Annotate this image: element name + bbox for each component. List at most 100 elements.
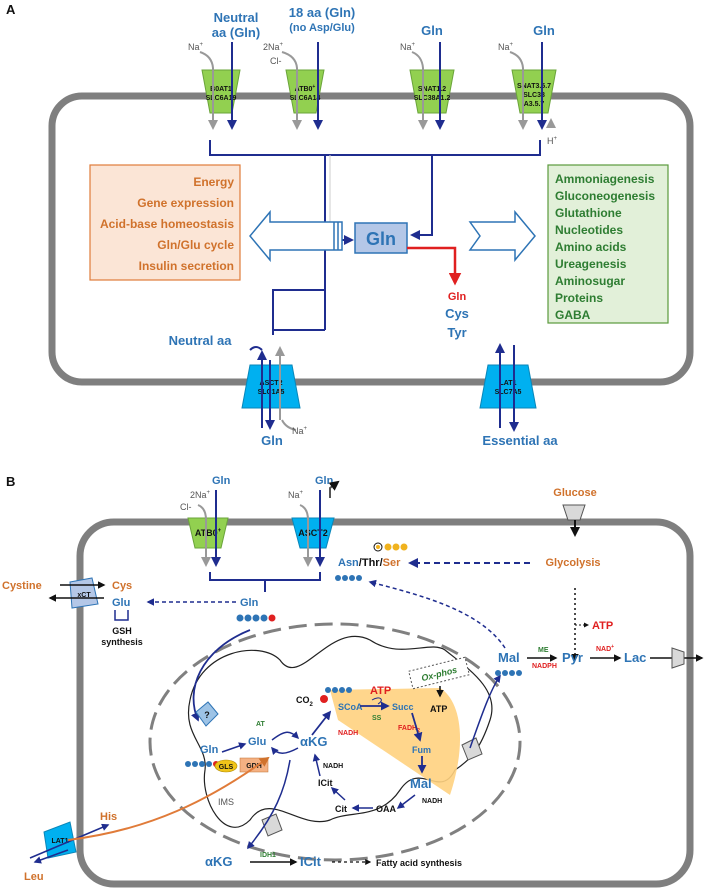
label-icit-cytosol: ICit <box>300 854 322 869</box>
label-scoa: SCoA <box>338 702 363 712</box>
mal-to-oaa <box>396 794 416 809</box>
pathway-item: GABA <box>555 308 591 322</box>
label-atp-tca: ATP <box>370 685 391 697</box>
icit-to-akg <box>312 753 321 777</box>
label-gln-bottom: Gln <box>261 433 283 448</box>
function-item: Energy <box>193 175 234 189</box>
transport-arrows-top-b <box>197 480 580 592</box>
ion-cl-b: Cl- <box>180 502 192 512</box>
svg-text:SLC38: SLC38 <box>523 92 545 99</box>
transport-arrows-bottom-a <box>249 343 519 432</box>
lac-transporter <box>671 647 685 669</box>
glucose-transporter <box>562 504 586 521</box>
label-gln-snat12: Gln <box>421 23 443 38</box>
akg-to-glu <box>271 746 299 755</box>
label-neutral-aa-gln: aa (Gln) <box>212 25 260 40</box>
label-essential-aa: Essential aa <box>482 433 558 448</box>
svg-text:SLC6A19: SLC6A19 <box>206 95 237 102</box>
svg-text:?: ? <box>204 710 210 720</box>
gls-enzyme <box>214 759 238 773</box>
transporter-xct: xCT <box>69 577 99 609</box>
label-akg-cytosol: αKG <box>205 854 233 869</box>
label-gls: GLS <box>219 764 234 771</box>
mal-dots-cytosol <box>495 670 522 676</box>
svg-text:xCT: xCT <box>77 592 91 599</box>
label-glucose: Glucose <box>553 487 596 499</box>
oxphos-box <box>408 656 470 690</box>
label-glu-left: Glu <box>112 597 130 609</box>
transporter-asct2-b: ASCT2 <box>291 517 335 549</box>
ion-na-snat357: Na+ <box>498 42 514 52</box>
cell-membrane-a <box>48 92 694 386</box>
mal-to-asn-dashed <box>368 579 506 649</box>
label-neutral-aa-bottom: Neutral aa <box>169 333 233 348</box>
label-mal-cytosol: Mal <box>498 650 520 665</box>
scoa-atp-curve <box>371 697 382 705</box>
asn-dots <box>335 575 362 581</box>
label-mal-mito: Mal <box>410 776 432 791</box>
label-pyr: Pyr <box>562 650 583 665</box>
label-nadh-akg: NADH <box>338 730 358 737</box>
label-idh1: IDH1 <box>260 852 276 859</box>
pathway-item: Ammoniagenesis <box>555 172 655 186</box>
label-lac: Lac <box>624 650 646 665</box>
pathway-item: Proteins <box>555 291 603 305</box>
label-neutral-aa: Neutral <box>214 10 259 25</box>
label-me: ME <box>538 647 549 654</box>
svg-text:SLC7A5: SLC7A5 <box>495 389 522 396</box>
label-atp-glycolysis: ATP <box>592 620 613 632</box>
cit-to-icit <box>330 786 346 801</box>
ion-h-snat357: H+ <box>547 136 558 146</box>
ion-na-snat12: Na+ <box>400 42 416 52</box>
his-out-arrow <box>33 849 69 864</box>
cell-membrane-b <box>76 518 694 888</box>
pathway-item: Ureagenesis <box>555 257 627 271</box>
transporter-b0at1: B0AT1 SLC6A19 <box>201 69 241 114</box>
mal-export <box>469 674 501 749</box>
label-atp-oxphos: ATP <box>430 704 447 714</box>
transporter-lat1-a: LAT1 SLC7A5 <box>479 364 537 409</box>
label-at: AT <box>256 721 266 728</box>
pathway-item: Gluconeogenesis <box>555 189 655 203</box>
mito-gln-carrier: ? <box>195 701 219 727</box>
succ-to-fum <box>411 712 423 742</box>
glu-to-akg-at <box>271 731 300 741</box>
label-glycolysis: Glycolysis <box>545 557 600 569</box>
label-nadph: NADPH <box>532 663 557 670</box>
svg-text:LAT1: LAT1 <box>52 838 69 845</box>
label-ss: SS <box>372 715 382 722</box>
akg-to-scoa <box>311 710 332 736</box>
co2-dot <box>320 695 328 703</box>
exchange-cys: Cys <box>445 306 469 321</box>
label-ims: IMS <box>218 797 234 807</box>
svg-text:LAT1: LAT1 <box>500 380 517 387</box>
label-icit-mito: ICit <box>318 778 333 788</box>
transporter-atb0-b: ATB0+ <box>187 517 229 549</box>
function-item: Insulin secretion <box>139 259 234 273</box>
label-leu: Leu <box>24 871 44 883</box>
hollow-arrow-right <box>468 209 536 263</box>
ion-2na-atb0: 2Na+ <box>263 42 284 52</box>
transporter-atb0-a: ATB0+ SLC6A14 <box>285 69 325 114</box>
svg-text:ASCT2: ASCT2 <box>260 380 283 387</box>
exchange-gln: Gln <box>448 291 467 303</box>
mitochondrion-outer-membrane <box>148 622 522 862</box>
svg-text:SLC38A1.2: SLC38A1.2 <box>414 95 451 102</box>
label-oaa: OAA <box>376 804 397 814</box>
transporter-snat12: SNAT1.2 SLC38A1.2 <box>409 69 455 114</box>
label-cys: Cys <box>112 580 132 592</box>
svg-text:SLC6A14: SLC6A14 <box>290 95 321 102</box>
gln-dots-mito <box>185 761 219 767</box>
label-no-asp-glu: (no Asp/Glu) <box>289 22 355 34</box>
svg-text:A3.5.7: A3.5.7 <box>524 101 545 108</box>
svg-text:SNAT1.2: SNAT1.2 <box>418 86 446 93</box>
pathways-list: AmmoniagenesisGluconeogenesisGlutathione… <box>555 172 655 322</box>
svg-text:SNAT3.5.7: SNAT3.5.7 <box>517 83 551 90</box>
label-co2: CO2 <box>296 695 314 708</box>
gln-dots-cytosol <box>236 614 276 622</box>
ion-na-b0at1: Na+ <box>188 42 204 52</box>
label-gln-mito: Gln <box>200 744 219 756</box>
xct-arrows <box>48 581 106 602</box>
leu-activates-gdh <box>67 756 270 841</box>
